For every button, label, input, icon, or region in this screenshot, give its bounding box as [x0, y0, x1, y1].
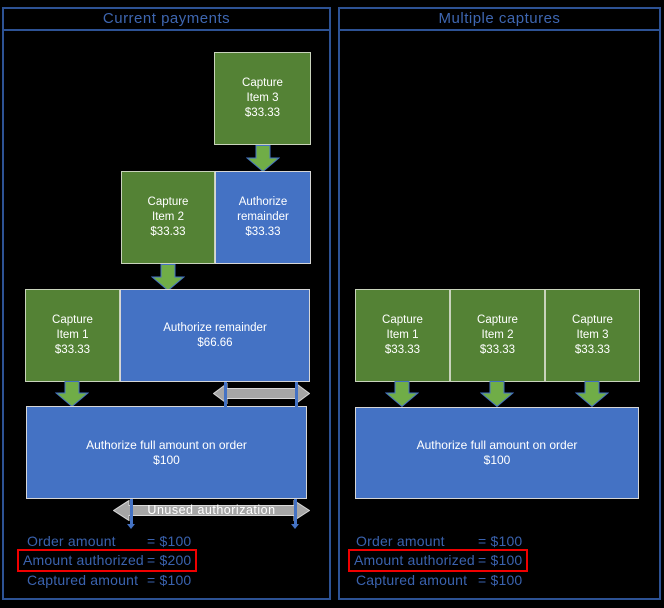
box-capture-item-2-right: Capture Item 2 $33.33	[450, 289, 545, 382]
stat-value: = $100	[147, 572, 192, 588]
box-line: Item 2	[481, 329, 514, 341]
stat-value: = $100	[478, 552, 523, 568]
box-line: $66.66	[197, 336, 233, 349]
stat-value: = $200	[147, 552, 192, 568]
panel-title-current-payments: Current payments	[4, 9, 329, 31]
box-capture-item-3: Capture Item 3 $33.33	[214, 52, 311, 145]
box-line: $33.33	[150, 226, 186, 238]
stat-label: Order amount	[27, 533, 116, 549]
box-line: remainder	[237, 211, 289, 223]
box-line: Capture	[147, 196, 189, 208]
down-arrow-icon	[246, 145, 280, 172]
down-arrow-icon	[575, 381, 609, 407]
stat-label: Captured amount	[356, 572, 468, 588]
box-capture-item-2: Capture Item 2 $33.33	[121, 171, 215, 264]
box-line: Item 2	[152, 211, 184, 223]
stat-amount-authorized: Amount authorized = $200	[17, 549, 198, 572]
box-line: $33.33	[574, 344, 611, 356]
stat-value: = $100	[478, 533, 523, 549]
connector-line	[224, 382, 227, 407]
down-arrow-icon	[385, 381, 419, 407]
double-arrow-icon	[213, 383, 310, 404]
box-authorize-remainder-66: Authorize remainder $66.66	[120, 289, 310, 382]
box-line: Capture	[242, 77, 283, 89]
stat-label: Amount authorized	[23, 552, 144, 568]
down-arrow-icon	[151, 264, 185, 291]
panel-title-multiple-captures: Multiple captures	[340, 9, 659, 31]
stat-captured-amount: Captured amount = $100	[356, 570, 522, 591]
box-line: Authorize full amount on order	[416, 438, 578, 452]
unused-authorization-label: Unused authorization	[147, 503, 276, 517]
box-line: Item 3	[576, 329, 609, 341]
box-line: Authorize	[238, 196, 288, 208]
connector-line	[295, 382, 298, 407]
stat-captured-amount: Captured amount = $100	[27, 570, 191, 591]
box-line: $33.33	[244, 107, 281, 119]
stat-label: Amount authorized	[354, 552, 475, 568]
stat-label: Order amount	[356, 533, 445, 549]
stat-label: Captured amount	[27, 572, 139, 588]
box-line: $33.33	[384, 344, 421, 356]
box-line: Item 3	[246, 92, 279, 104]
box-line: Capture	[572, 314, 613, 326]
box-line: Authorize remainder	[163, 321, 267, 334]
connector-line	[291, 499, 299, 529]
box-capture-item-3-right: Capture Item 3 $33.33	[545, 289, 640, 382]
box-line: $33.33	[245, 226, 281, 238]
double-arrow-icon	[113, 500, 310, 521]
box-line: Capture	[382, 314, 423, 326]
stat-value: = $100	[147, 533, 192, 549]
box-capture-item-1-right: Capture Item 1 $33.33	[355, 289, 450, 382]
box-line: Capture	[477, 314, 518, 326]
stat-amount-authorized: Amount authorized = $100	[348, 549, 529, 572]
connector-line	[127, 499, 135, 529]
box-authorize-full-left: Authorize full amount on order $100	[26, 406, 307, 499]
stat-order-amount: Order amount = $100	[356, 531, 522, 552]
box-line: Item 1	[56, 329, 89, 341]
stat-order-amount: Order amount = $100	[27, 531, 191, 552]
box-line: $100	[483, 453, 511, 467]
box-authorize-full-right: Authorize full amount on order $100	[355, 407, 639, 499]
box-line: Authorize full amount on order	[86, 437, 247, 452]
box-line: Capture	[52, 314, 93, 326]
box-line: $100	[153, 452, 180, 467]
box-line: $33.33	[479, 344, 516, 356]
box-capture-item-1: Capture Item 1 $33.33	[25, 289, 120, 382]
box-line: Item 1	[386, 329, 419, 341]
down-arrow-icon	[480, 381, 514, 407]
box-authorize-remainder-33: Authorize remainder $33.33	[215, 171, 311, 264]
box-line: $33.33	[54, 344, 91, 356]
stat-value: = $100	[478, 572, 523, 588]
down-arrow-icon	[55, 381, 89, 407]
